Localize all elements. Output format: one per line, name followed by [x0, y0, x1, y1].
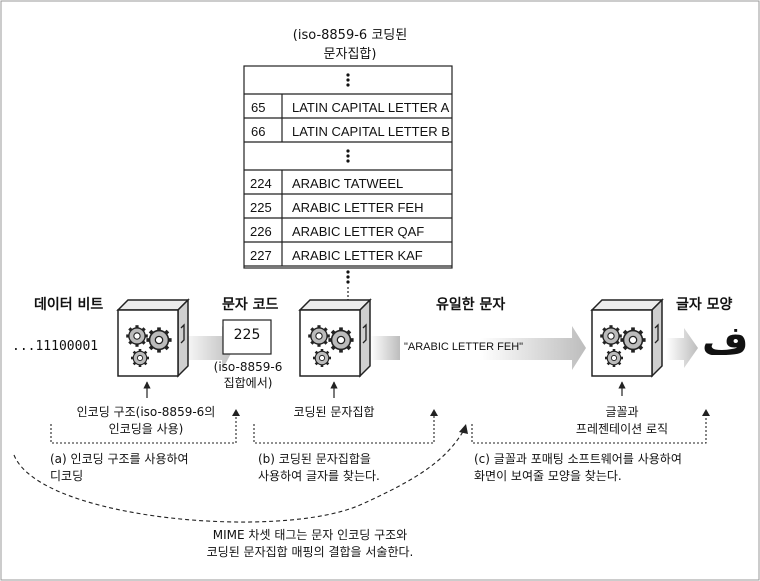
table-name: ARABIC LETTER KAF: [292, 248, 423, 263]
step-c: (c) 글꼴과 포매팅 소프트웨어를 사용하여 화면이 보여줄 모양을 찾는다.: [474, 452, 682, 483]
code-box: [222, 319, 272, 355]
bracket-arrowheads: [232, 409, 710, 416]
dashed-brackets: [50, 416, 707, 444]
unique-char-value: "ARABIC LETTER FEH": [404, 341, 524, 353]
table-code: 226: [250, 224, 272, 239]
encoding-label: 인코딩 구조(iso-8859-6의 인코딩을 사용): [76, 405, 216, 436]
heading-unique-char: 유일한 문자: [436, 297, 506, 313]
flow-arrow-3: [480, 326, 586, 370]
table-code: 65: [251, 100, 266, 115]
charset-machine: [300, 300, 370, 376]
table-name: ARABIC LETTER FEH: [292, 200, 424, 215]
step-b: (b) 코딩된 문자집합을 사용하여 글자를 찾는다.: [258, 452, 380, 483]
heading-char-code: 문자 코드: [222, 297, 279, 313]
font-label: 글꼴과 프레젠테이션 로직: [575, 405, 669, 436]
mime-arc: [13, 429, 465, 523]
step-a: (a) 인코딩 구조를 사용하여 디코딩: [50, 452, 189, 483]
table-code: 66: [251, 124, 266, 139]
heading-data-bits: 데이터 비트: [34, 297, 104, 313]
table-name: LATIN CAPITAL LETTER B: [292, 124, 450, 139]
decoder-machine: [118, 300, 188, 376]
table-code: 225: [250, 200, 272, 215]
charset-caption: (iso-8859-6 코딩된 문자집합): [292, 28, 408, 62]
up-arrows: [143, 381, 626, 398]
mime-note: MIME 차셋 태그는 문자 인코딩 구조와 코딩된 문자집합 매핑의 결합을 …: [206, 528, 414, 559]
flow-arrow-2: [370, 336, 400, 360]
mime-arc-head: [459, 424, 468, 434]
renderer-machine: [592, 300, 662, 376]
charset-label: 코딩된 문자집합: [293, 405, 375, 419]
table-code: 224: [250, 176, 272, 191]
table-name: ARABIC LETTER QAF: [292, 224, 425, 239]
code-value: 225: [233, 327, 261, 343]
arabic-glyph: ف: [702, 318, 749, 364]
table-name: LATIN CAPITAL LETTER A: [292, 100, 450, 115]
flow-arrow-1: [180, 326, 234, 370]
code-note: (iso-8859-6 집합에서): [213, 360, 283, 390]
flow-arrow-4: [666, 328, 698, 368]
table-name: ARABIC TATWEEL: [292, 176, 404, 191]
ellipsis-dots: [346, 73, 350, 284]
table-code: 227: [250, 248, 272, 263]
heading-glyph: 글자 모양: [676, 297, 733, 313]
data-bits-value: ...11100001: [12, 339, 99, 354]
charset-table: [243, 65, 453, 269]
